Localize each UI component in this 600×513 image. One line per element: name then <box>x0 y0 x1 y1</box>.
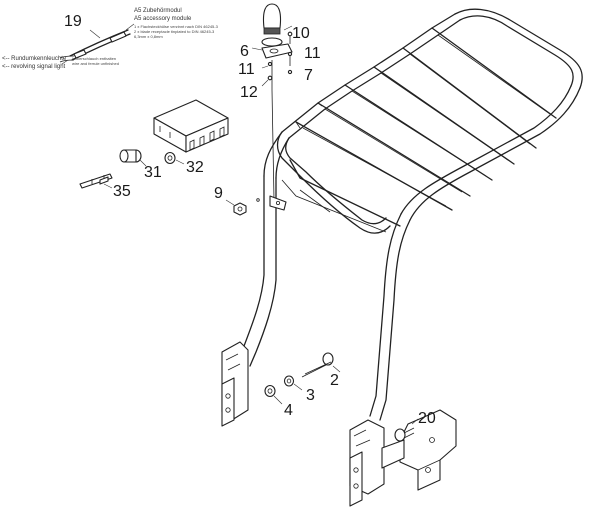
cable-notes: A5 Zubehörmodul A5 accessory module 1 x … <box>2 8 219 70</box>
note-insulation-en: wire and ferrule unfinished <box>72 61 119 66</box>
callout-35: 35 <box>113 183 131 200</box>
callout-11b: 11 <box>304 45 321 62</box>
cable-harness <box>59 23 135 65</box>
note-spec-3: 6,3mm x 0,8mm <box>134 34 163 39</box>
note-module-en: A5 accessory module <box>134 16 192 22</box>
callout-7: 7 <box>304 67 313 84</box>
callout-6: 6 <box>240 43 249 60</box>
callout-32: 32 <box>186 159 204 176</box>
mirror-bracket <box>381 409 457 491</box>
callout-11a: 11 <box>238 61 255 78</box>
right-upright <box>349 213 411 507</box>
bolt-assembly <box>264 352 341 405</box>
callout-20: 20 <box>418 410 436 427</box>
callout-12: 12 <box>240 84 258 101</box>
callout-2: 2 <box>330 372 339 389</box>
beacon-assembly <box>225 3 293 216</box>
note-light-de: <-- Rundumkennleuchte <box>2 56 67 62</box>
note-module-de: A5 Zubehörmodul <box>134 8 182 14</box>
callout-numbers: 19 10 6 11 11 7 12 31 32 35 9 2 3 4 20 <box>64 13 436 427</box>
accessory-module <box>79 99 229 189</box>
roof-rack <box>276 8 583 234</box>
left-upright <box>221 131 290 427</box>
note-insulation-de: Isolierschlauch enthalten <box>72 56 116 61</box>
note-spec-1: 1 x Flachsteckhülse verzinnt nach DIN 46… <box>134 24 219 29</box>
callout-10: 10 <box>292 25 310 42</box>
note-spec-2: 2 x blade receptacle tinplated to DIN 46… <box>134 29 215 34</box>
callout-19: 19 <box>64 13 82 30</box>
note-light-en: <-- revolving signal light <box>2 64 66 70</box>
callout-31: 31 <box>144 164 162 181</box>
callout-9: 9 <box>214 185 223 202</box>
callout-3: 3 <box>306 387 315 404</box>
callout-4: 4 <box>284 402 293 419</box>
